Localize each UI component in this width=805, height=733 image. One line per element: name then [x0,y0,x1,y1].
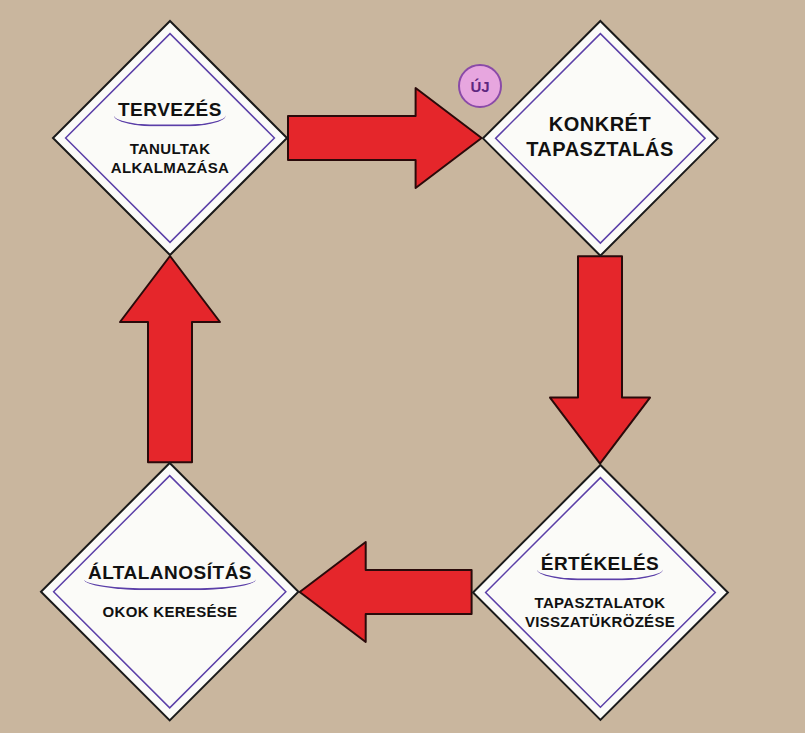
card-text-block: ÉRTÉKELÉS TAPASZTALATOK VISSZATÜKRÖZÉSE [525,553,675,632]
card-heading: ÉRTÉKELÉS [537,553,664,581]
card-heading: TERVEZÉS [114,99,226,127]
card-border [41,463,298,720]
card-text-block: ÁLTALANOSÍTÁS OKOK KERESÉSE [84,562,256,621]
card-inner-border [485,477,715,707]
card-inner-border [495,33,705,243]
card-outline [472,464,729,721]
cycle-arrow [550,256,650,463]
stage-card: TERVEZÉS TANULTAK ALKALMAZÁSA [52,20,288,256]
stage-card: ÁLTALANOSÍTÁS OKOK KERESÉSE [40,462,299,721]
card-outline [52,20,288,256]
card-body: OKOK KERESÉSE [103,602,238,622]
card-border [483,21,718,256]
card-outline [40,462,299,721]
stage-card: ÉRTÉKELÉS TAPASZTALATOK VISSZATÜKRÖZÉSE [472,464,729,721]
card-heading: ÁLTALANOSÍTÁS [84,562,256,590]
card-inner-border [66,34,275,243]
card-heading: KONKRÉT TAPASZTALÁS [522,111,678,164]
card-inner-border [54,476,286,708]
badge-text: ÚJ [470,78,489,95]
card-border [473,465,728,720]
stage-card: KONKRÉT TAPASZTALÁS [482,20,719,257]
cycle-arrow [120,256,220,462]
cycle-arrow [288,88,482,188]
card-body: TAPASZTALATOK VISSZATÜKRÖZÉSE [525,592,675,631]
cycle-arrow [300,542,472,642]
card-text-block: KONKRÉT TAPASZTALÁS [522,111,678,164]
new-badge: ÚJ [458,64,502,108]
card-text-block: TERVEZÉS TANULTAK ALKALMAZÁSA [111,99,229,178]
card-body: TANULTAK ALKALMAZÁSA [111,138,229,177]
card-border [53,21,287,255]
